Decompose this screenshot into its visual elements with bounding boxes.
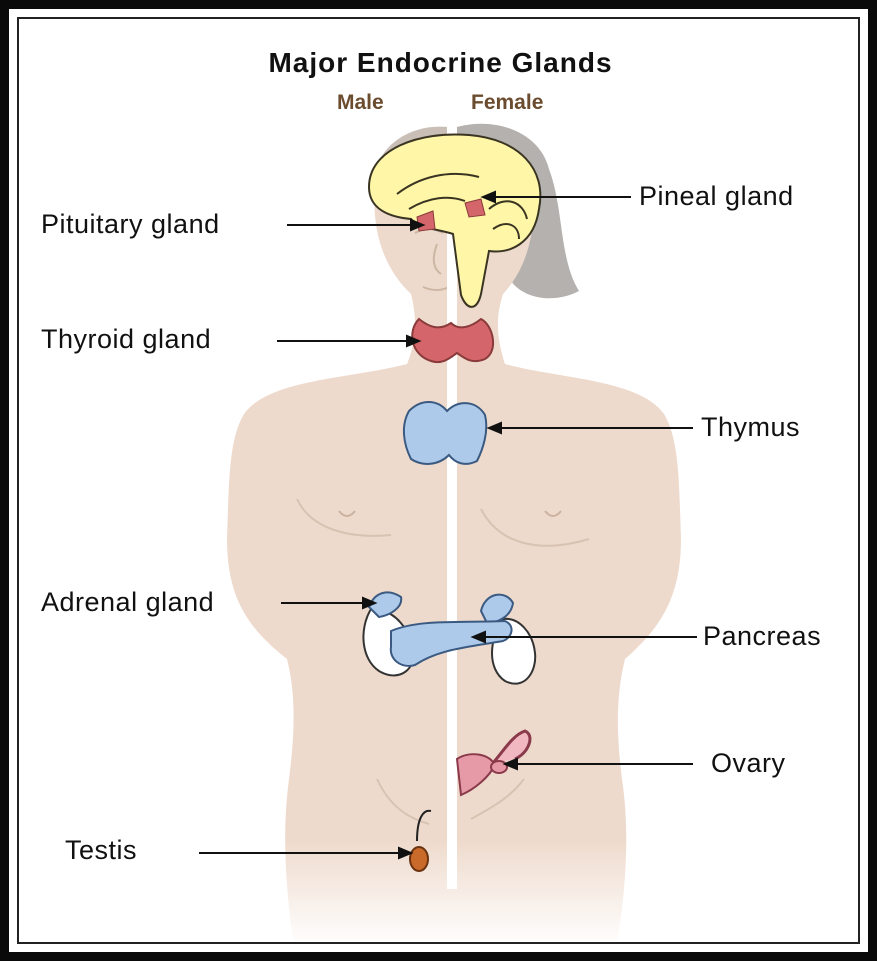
- label-thyroid: Thyroid gland: [41, 324, 211, 355]
- label-adrenal: Adrenal gland: [41, 587, 214, 618]
- subtitle-female: Female: [471, 91, 543, 115]
- label-testis: Testis: [65, 835, 137, 866]
- label-pineal: Pineal gland: [639, 181, 794, 212]
- endocrine-illustration: [19, 19, 860, 944]
- thymus-gland: [404, 402, 486, 464]
- ovary-gland: [491, 761, 507, 773]
- diagram-title: Major Endocrine Glands: [19, 47, 860, 79]
- subtitle-male: Male: [337, 91, 384, 115]
- label-thymus: Thymus: [701, 412, 800, 443]
- label-pituitary: Pituitary gland: [41, 209, 220, 240]
- label-pancreas: Pancreas: [703, 621, 821, 652]
- diagram-panel: Major Endocrine Glands Male Female Pitui…: [17, 17, 860, 944]
- thyroid-gland: [412, 319, 493, 362]
- testis-gland: [410, 847, 428, 871]
- label-ovary: Ovary: [711, 748, 786, 779]
